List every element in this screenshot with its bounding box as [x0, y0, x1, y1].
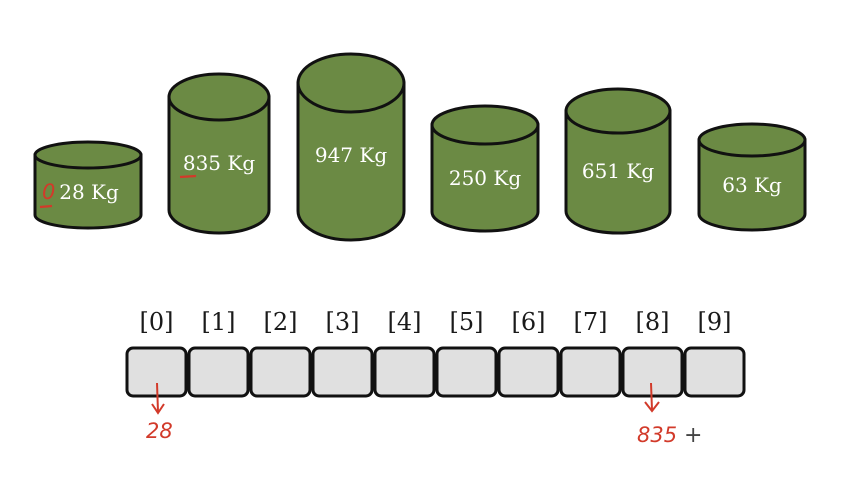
- cylinder-body: [564, 109, 672, 235]
- cylinder-annotation-prefix: 0: [42, 180, 55, 204]
- arrow-line-slot8: [650, 382, 653, 411]
- array-index-label: [8]: [636, 308, 670, 336]
- arrow-head-slot8: [644, 401, 660, 413]
- cylinder-top: [167, 72, 271, 122]
- array-index-label: [2]: [264, 308, 298, 336]
- annotation-value-slot8: 835: [637, 423, 677, 447]
- cylinder-weight-label: 947 Kg: [315, 143, 387, 167]
- annotation-slot0: 28: [146, 382, 173, 443]
- cylinder-top: [697, 122, 807, 158]
- array-slot-box: [683, 346, 746, 398]
- array-slot-9: [9]: [683, 308, 746, 398]
- cylinder-top: [430, 104, 540, 146]
- cylinder-top: [33, 140, 143, 170]
- array-slot-5: [5]: [435, 308, 498, 398]
- cylinder-5: 63 Kg: [697, 122, 807, 232]
- array-slot-0: [0]: [125, 308, 188, 398]
- cylinder-body: [296, 81, 406, 242]
- annotation-value-slot0: 28: [146, 419, 173, 443]
- array-index-label: [4]: [388, 308, 422, 336]
- cylinder-body: [697, 138, 807, 232]
- array-slot-4: [4]: [373, 308, 436, 398]
- cylinder-4: 651 Kg: [564, 87, 672, 235]
- array-slot-box: [249, 346, 312, 398]
- array-slot-box: [187, 346, 250, 398]
- cylinder-top: [564, 87, 672, 135]
- array-slot-3: [3]: [311, 308, 374, 398]
- array-index-label: [9]: [698, 308, 732, 336]
- cylinder-3: 250 Kg: [430, 104, 540, 233]
- array-slot-box: [311, 346, 374, 398]
- arrow-line-slot0: [156, 382, 159, 413]
- array-slot-8: [8]: [621, 308, 684, 398]
- cylinder-weight-label: 28 Kg: [59, 180, 119, 204]
- array-index-label: [3]: [326, 308, 360, 336]
- array-index-label: [5]: [450, 308, 484, 336]
- array-index-label: [0]: [140, 308, 174, 336]
- cylinder-2: 947 Kg: [296, 52, 406, 242]
- array-index-label: [6]: [512, 308, 546, 336]
- underline-mark-835: [179, 174, 197, 179]
- array-slot-box: [497, 346, 560, 398]
- array: [0] [1] [2] [3] [4] [5] [6] [7] [8] [9]: [125, 308, 746, 398]
- array-slot-box: [373, 346, 436, 398]
- cylinder-body: [430, 123, 540, 233]
- cylinder-weight-label: 63 Kg: [722, 173, 782, 197]
- array-slot-2: [2]: [249, 308, 312, 398]
- cylinder-top: [296, 52, 406, 114]
- annotation-plus-slot8: +: [684, 423, 702, 448]
- cylinder-1: 835 Kg: [167, 72, 271, 235]
- underline-mark-28: [39, 204, 53, 209]
- array-slot-1: [1]: [187, 308, 250, 398]
- array-slot-6: [6]: [497, 308, 560, 398]
- array-index-label: [1]: [202, 308, 236, 336]
- annotation-slot8: 835 +: [637, 382, 702, 448]
- array-slot-box: [559, 346, 622, 398]
- cylinder-weight-label: 250 Kg: [449, 166, 521, 190]
- array-slot-7: [7]: [559, 308, 622, 398]
- arrow-head-slot0: [151, 403, 165, 415]
- array-slot-box: [621, 346, 684, 398]
- cylinder-weight-label: 835 Kg: [183, 151, 255, 175]
- cylinder-body: [167, 95, 271, 235]
- cylinder-weight-label: 651 Kg: [582, 159, 654, 183]
- cylinder-body: [33, 153, 143, 230]
- array-index-label: [7]: [574, 308, 608, 336]
- array-slot-box: [435, 346, 498, 398]
